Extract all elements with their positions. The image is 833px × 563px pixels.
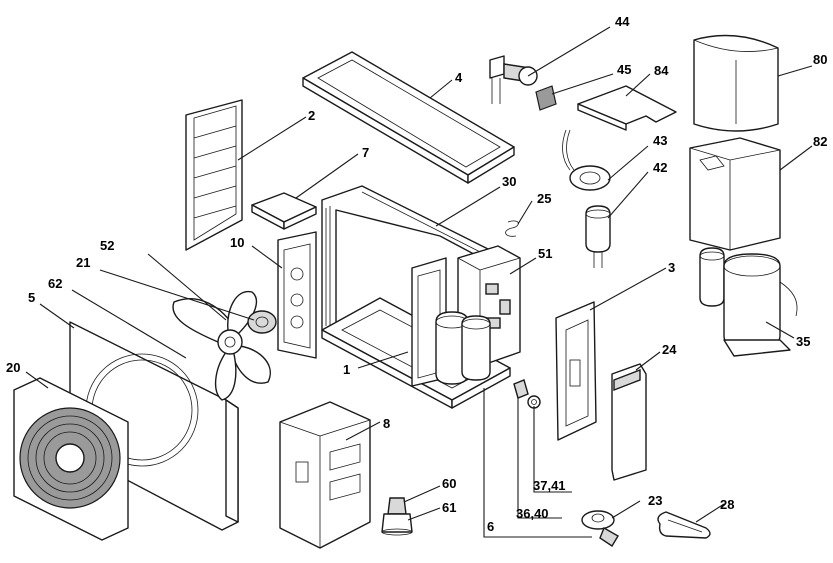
callout-21: 21	[76, 255, 90, 270]
leader-52	[147, 253, 227, 321]
callout-35: 35	[796, 334, 810, 349]
leader-84	[625, 73, 651, 97]
leader-61	[407, 507, 441, 521]
callout-51: 51	[538, 246, 552, 261]
callout-84: 84	[654, 63, 669, 78]
callout-23: 23	[648, 493, 662, 508]
callout-80: 80	[813, 52, 827, 67]
callout-62: 62	[48, 276, 62, 291]
callout-37-41: 37,41	[533, 478, 566, 493]
leader-82	[779, 145, 813, 171]
valve-cover-part	[611, 363, 647, 481]
callout-24: 24	[662, 342, 677, 357]
compressor-jacket-box-part	[689, 137, 781, 251]
fan-grille-part	[13, 377, 129, 541]
drain-elbow-part	[581, 510, 619, 547]
callout-8: 8	[383, 416, 390, 431]
four-way-valve-part	[489, 55, 538, 104]
callout-10: 10	[230, 235, 244, 250]
side-panel-part	[279, 401, 371, 549]
leader-51	[509, 257, 537, 275]
rear-grille-part	[185, 99, 243, 251]
top-cover-part	[302, 51, 515, 184]
leader-23	[611, 500, 641, 519]
callout-labels: 44 45 84 80 4 2 43 82 7 42 30 25 10 52 5…	[6, 14, 827, 534]
leader-45	[551, 73, 614, 95]
callout-43: 43	[653, 133, 667, 148]
leader-8	[345, 421, 381, 441]
leader-37-41	[533, 406, 572, 493]
leader-1	[357, 351, 409, 369]
motor-cap-part	[251, 192, 317, 230]
leader-42	[607, 171, 649, 219]
callout-45: 45	[617, 62, 631, 77]
leader-35	[765, 321, 795, 339]
clip-part	[505, 220, 519, 237]
valve-panel-part	[555, 301, 597, 441]
pipe-coil-part	[562, 129, 611, 191]
leader-62	[71, 289, 187, 359]
leader-3	[589, 267, 667, 311]
leader-10	[251, 245, 283, 269]
callout-3: 3	[668, 260, 675, 275]
leader-lines	[25, 26, 813, 538]
leader-60	[403, 485, 441, 503]
compressor-part	[699, 247, 798, 357]
compressor-jacket-top-part	[693, 34, 779, 132]
callout-44: 44	[615, 14, 630, 29]
drain-plug-part	[381, 497, 413, 536]
leader-20	[25, 371, 49, 389]
callout-82: 82	[813, 134, 827, 149]
callout-6: 6	[487, 519, 494, 534]
leader-2	[237, 116, 307, 161]
callout-7: 7	[362, 145, 369, 160]
leader-80	[777, 65, 813, 77]
callout-1: 1	[343, 362, 350, 377]
callout-20: 20	[6, 360, 20, 375]
motor-bracket-part	[277, 231, 317, 359]
callout-52: 52	[100, 238, 114, 253]
leader-5	[39, 303, 75, 329]
leader-36-40	[517, 398, 562, 519]
leader-7	[295, 153, 359, 199]
leader-25	[517, 200, 533, 225]
leader-24	[635, 351, 661, 371]
callout-25: 25	[537, 191, 551, 206]
rubber-foot-part	[657, 511, 711, 539]
leader-6	[483, 388, 592, 538]
leader-21	[99, 269, 255, 321]
callout-36-40: 36,40	[516, 506, 549, 521]
fan-blade-part	[172, 290, 271, 401]
callout-61: 61	[442, 500, 456, 515]
inner-compressor-part	[435, 311, 491, 385]
leader-4	[429, 79, 453, 99]
callout-2: 2	[308, 108, 315, 123]
leader-43	[607, 145, 649, 181]
callout-28: 28	[720, 497, 734, 512]
callout-5: 5	[28, 290, 35, 305]
fan-motor-part	[247, 310, 277, 334]
callout-4: 4	[455, 70, 463, 85]
leader-44	[527, 26, 611, 77]
valve-coil-part	[535, 85, 557, 111]
callout-60: 60	[442, 476, 456, 491]
accumulator-part	[585, 205, 611, 268]
callout-42: 42	[653, 160, 667, 175]
leader-28	[695, 503, 725, 523]
leader-30	[435, 186, 501, 227]
bracket-plate-part	[577, 85, 677, 131]
callout-30: 30	[502, 174, 516, 189]
